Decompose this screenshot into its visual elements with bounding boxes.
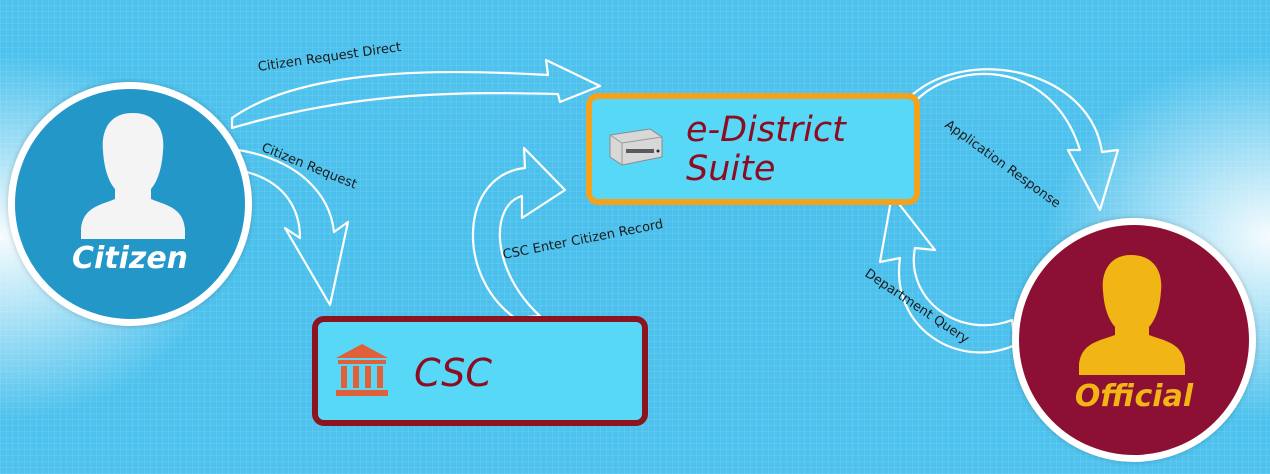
suite-title: e-District Suite — [686, 113, 846, 191]
citizen-node: Citizen — [8, 82, 252, 326]
suite-title-line1: e-District — [686, 110, 846, 150]
e-district-suite-box: e-District Suite — [586, 93, 920, 205]
csc-box: CSC — [312, 316, 648, 426]
server-icon — [609, 128, 663, 166]
official-node: Official — [1012, 218, 1256, 462]
flow-arrow-application-response — [910, 68, 1120, 212]
government-building-icon — [336, 344, 388, 396]
citizen-label: Citizen — [71, 241, 189, 276]
official-label: Official — [1074, 379, 1194, 414]
csc-title: CSC — [414, 351, 492, 395]
flow-arrow-citizen-request-direct — [230, 58, 602, 130]
person-icon — [1079, 255, 1185, 375]
flow-arrow-csc-enter-citizen-record — [472, 146, 567, 320]
flow-arrow-citizen-request — [236, 148, 350, 307]
person-icon — [81, 113, 185, 239]
suite-title-line2: Suite — [686, 149, 776, 189]
